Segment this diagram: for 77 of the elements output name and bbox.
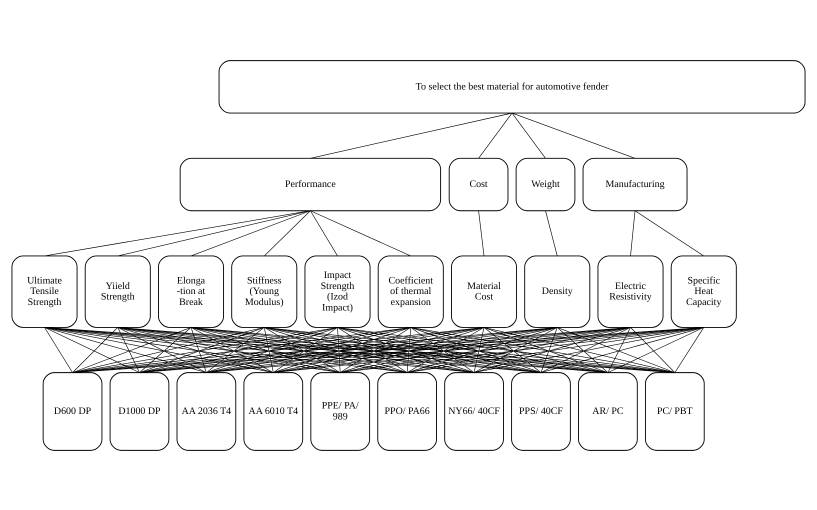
node-box: PPE/ PA/ 989 xyxy=(310,372,370,450)
connector xyxy=(630,210,636,256)
connector xyxy=(310,210,338,256)
connector xyxy=(139,326,265,372)
node-box: AR/ PC xyxy=(578,372,638,450)
node-box: NY66/ 40CF xyxy=(444,372,504,450)
connector xyxy=(117,326,207,372)
connector xyxy=(634,210,704,256)
connector xyxy=(117,210,311,256)
connector xyxy=(264,326,341,372)
node-box: AA 6010 T4 xyxy=(243,372,304,450)
connector xyxy=(556,326,608,372)
node-box: Elonga -tion at Break xyxy=(158,255,224,328)
connector xyxy=(608,326,704,372)
connector xyxy=(272,326,338,372)
connector xyxy=(478,112,512,158)
node-box: D1000 DP xyxy=(110,372,170,450)
connector xyxy=(474,326,558,372)
node-box: Performance xyxy=(180,157,442,211)
connector xyxy=(44,326,207,372)
node-box: D600 DP xyxy=(42,372,102,450)
connector xyxy=(310,112,512,158)
node-box: AA 2036 T4 xyxy=(176,372,236,450)
connector xyxy=(630,326,676,372)
connector xyxy=(72,326,118,372)
connector xyxy=(478,210,484,256)
connector xyxy=(72,326,265,372)
connector xyxy=(190,326,207,372)
connector xyxy=(484,326,676,372)
node-box: Coefficient of thermal expansion xyxy=(378,255,444,328)
node-box: Electric Resistivity xyxy=(598,255,664,328)
node-box: Ultimate Tensile Strength xyxy=(12,255,78,328)
connector xyxy=(44,326,274,372)
connector xyxy=(264,326,274,372)
connector xyxy=(44,326,140,372)
connector xyxy=(72,326,192,372)
connector xyxy=(540,326,704,372)
connector xyxy=(117,326,274,372)
node-box: Stiffness (Young Modulus) xyxy=(231,255,298,328)
node-box: To select the best material for automotive fender xyxy=(218,60,806,114)
connector xyxy=(310,210,412,256)
node-box: PC/ PBT xyxy=(644,372,705,450)
connector xyxy=(190,210,311,256)
connector xyxy=(206,326,265,372)
connector xyxy=(474,326,484,372)
node-box: Impact Strength (Izod Impact) xyxy=(304,255,371,328)
node-box: Material Cost xyxy=(451,255,518,328)
node-box: Yiield Strength xyxy=(84,255,151,328)
connector xyxy=(117,326,140,372)
connector xyxy=(540,326,558,372)
node-box: Specific Heat Capacity xyxy=(670,255,737,328)
node-box: Manufacturing xyxy=(582,157,688,211)
connector xyxy=(406,326,412,372)
connector xyxy=(406,326,484,372)
node-box: Weight xyxy=(516,157,576,211)
connector xyxy=(44,326,73,372)
connector xyxy=(484,326,608,372)
connector xyxy=(540,326,631,372)
connector xyxy=(264,210,311,256)
connector xyxy=(674,326,704,372)
node-box: Density xyxy=(524,255,590,328)
node-box: PPO/ PA66 xyxy=(377,372,437,450)
node-box: Cost xyxy=(448,157,508,211)
connector xyxy=(556,326,676,372)
node-box: PPS/ 40CF xyxy=(511,372,571,450)
connector xyxy=(484,326,542,372)
connector xyxy=(474,326,704,372)
connector xyxy=(44,210,311,256)
connector xyxy=(474,326,631,372)
connector xyxy=(337,326,341,372)
connector xyxy=(139,326,192,372)
connector xyxy=(608,326,631,372)
connector xyxy=(545,210,558,256)
connector xyxy=(410,326,474,372)
connector xyxy=(512,112,636,158)
connector xyxy=(512,112,546,158)
connector xyxy=(190,326,274,372)
